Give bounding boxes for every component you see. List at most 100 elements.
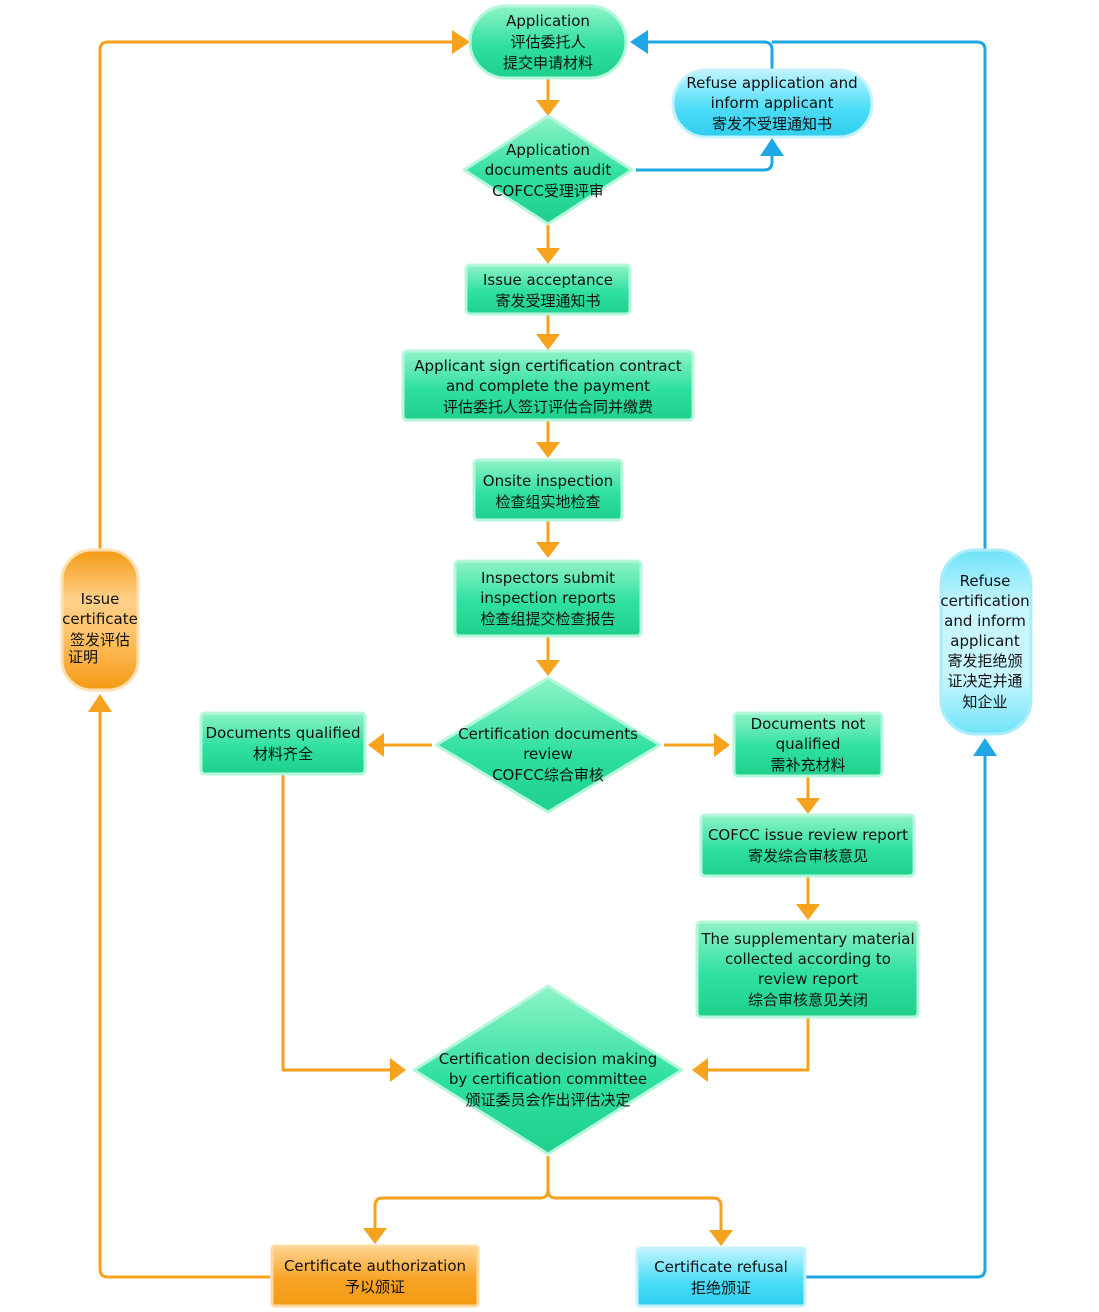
node-supplementary-material: The supplementary material collected acc… <box>695 920 920 1019</box>
node-issue-acceptance-line1: Issue acceptance <box>483 271 613 289</box>
arrowhead-into-not-qualified <box>714 733 730 757</box>
node-refuse-certification-line6: 证决定并通 <box>947 672 1022 690</box>
arrowhead-into-contract <box>536 334 560 350</box>
node-audit-line2: documents audit <box>485 161 612 179</box>
node-certificate-refusal: Certificate refusal 拒绝颁证 <box>635 1246 807 1308</box>
node-refuse-application: Refuse application and inform applicant … <box>671 68 874 139</box>
arrowhead-into-decision-right <box>692 1058 708 1082</box>
node-contract-line3: 评估委托人签订评估合同并缴费 <box>443 398 653 416</box>
node-documents-not-qualified: Documents not qualified 需补充材料 <box>732 711 884 778</box>
arrow-decision-split-right <box>546 1189 723 1230</box>
node-onsite-inspection-line2: 检查组实地检查 <box>495 493 600 511</box>
arrow-audit-to-refuse-app <box>636 150 774 172</box>
arrow-refuse-app-to-application <box>646 40 774 70</box>
node-documents-review-line3: COFCC综合审核 <box>492 766 604 784</box>
node-issue-certificate-line1: Issue <box>81 590 120 608</box>
node-refuse-application-line3: 寄发不受理通知书 <box>712 115 832 133</box>
node-certificate-authorization-line2: 予以颁证 <box>345 1278 405 1296</box>
node-refuse-application-line2: inform applicant <box>711 94 834 112</box>
node-documents-qualified: Documents qualified 材料齐全 <box>199 711 367 776</box>
arrowhead-into-acceptance <box>536 248 560 264</box>
node-onsite-inspection: Onsite inspection 检查组实地检查 <box>472 458 624 522</box>
arrowhead-into-audit <box>536 100 560 116</box>
node-issue-acceptance: Issue acceptance 寄发受理通知书 <box>464 263 632 316</box>
node-certification-decision: Certification decision making by certifi… <box>412 984 684 1156</box>
node-onsite-inspection-line1: Onsite inspection <box>483 472 613 490</box>
node-issue-certificate-line4: 证明 <box>68 648 98 666</box>
arrowhead-into-authorization <box>363 1228 387 1244</box>
node-inspection-reports: Inspectors submit inspection reports 检查组… <box>453 559 643 638</box>
node-contract-line2: and complete the payment <box>446 377 650 395</box>
node-contract-line1: Applicant sign certification contract <box>414 357 682 375</box>
arrowhead-into-review <box>536 660 560 676</box>
node-documents-not-qualified-line2: qualified <box>776 735 841 753</box>
arrowhead-into-review-report <box>796 798 820 814</box>
arrowhead-into-reports <box>536 542 560 558</box>
node-refuse-certification-line4: applicant <box>950 632 1020 650</box>
node-issue-acceptance-line2: 寄发受理通知书 <box>495 292 600 310</box>
node-issue-certificate-line3: 签发评估 <box>70 631 130 649</box>
node-contract: Applicant sign certification contract an… <box>401 349 695 422</box>
node-certificate-refusal-line1: Certificate refusal <box>654 1258 788 1276</box>
arrow-decision-split <box>373 1156 550 1228</box>
node-certificate-authorization-line1: Certificate authorization <box>284 1257 466 1275</box>
node-refuse-certification-line5: 寄发拒绝颁 <box>947 652 1022 670</box>
arrowhead-into-refusal <box>709 1230 733 1246</box>
node-refuse-certification: Refuse certification and inform applican… <box>939 548 1033 736</box>
arrowhead-into-application-left <box>452 30 470 54</box>
node-issue-certificate: Issue certificate 签发评估 证明 <box>60 548 140 692</box>
arrow-authorization-to-issue-cert <box>98 708 270 1279</box>
arrow-qualified-to-decision <box>281 774 390 1072</box>
arrowhead-into-refuse-app <box>760 138 784 156</box>
node-application-line3: 提交申请材料 <box>503 54 593 72</box>
node-documents-not-qualified-line1: Documents not <box>751 715 866 733</box>
arrow-refuse-cert-to-application <box>772 40 987 550</box>
node-inspection-reports-line1: Inspectors submit <box>481 569 615 587</box>
main-flow-arrows <box>98 40 810 1279</box>
arrowhead-into-supplementary <box>796 904 820 920</box>
node-documents-qualified-line2: 材料齐全 <box>253 745 313 763</box>
arrowhead-into-application-right <box>630 30 648 54</box>
refusal-flow-arrowheads <box>630 30 997 756</box>
node-certificate-authorization: Certificate authorization 予以颁证 <box>270 1244 480 1308</box>
node-audit-line1: Application <box>506 141 590 159</box>
node-refuse-application-line1: Refuse application and <box>686 74 857 92</box>
node-inspection-reports-line2: inspection reports <box>480 589 616 607</box>
node-supplementary-material-line1: The supplementary material <box>700 930 914 948</box>
arrow-issue-cert-to-application <box>98 40 452 550</box>
refusal-flow-arrows <box>636 40 987 1279</box>
arrowhead-into-issue-cert <box>88 694 112 712</box>
node-review-report-line1: COFCC issue review report <box>708 826 908 844</box>
arrowhead-into-onsite <box>536 442 560 458</box>
node-refuse-certification-line7: 知企业 <box>962 693 1007 711</box>
node-inspection-reports-line3: 检查组提交检查报告 <box>480 610 615 628</box>
node-certificate-refusal-line2: 拒绝颁证 <box>691 1279 751 1297</box>
node-application-line1: Application <box>506 12 590 30</box>
node-refuse-certification-line2: certification <box>940 592 1029 610</box>
main-flow-arrowheads <box>88 30 820 1246</box>
arrow-supplementary-to-decision <box>706 1017 810 1072</box>
node-documents-review-line1: Certification documents <box>458 725 638 743</box>
arrowhead-into-refuse-cert <box>973 738 997 756</box>
node-supplementary-material-line2: collected according to <box>725 950 891 968</box>
node-documents-review-line2: review <box>523 745 573 763</box>
node-application-line2: 评估委托人 <box>510 33 585 51</box>
node-certification-decision-line1: Certification decision making <box>439 1050 658 1068</box>
node-certification-decision-line3: 颁证委员会作出评估决定 <box>465 1091 630 1109</box>
node-review-report-line2: 寄发综合审核意见 <box>748 847 868 865</box>
node-documents-qualified-line1: Documents qualified <box>205 724 360 742</box>
node-refuse-certification-line1: Refuse <box>960 572 1011 590</box>
node-audit: Application documents audit COFCC受理评审 <box>462 114 634 226</box>
node-documents-review: Certification documents review COFCC综合审核 <box>434 676 662 814</box>
arrowhead-into-qualified <box>368 733 384 757</box>
node-supplementary-material-line3: review report <box>758 970 858 988</box>
node-supplementary-material-line4: 综合审核意见关闭 <box>748 991 868 1009</box>
node-application: Application 评估委托人 提交申请材料 <box>468 4 628 80</box>
node-refuse-certification-line3: and inform <box>944 612 1026 630</box>
node-certification-decision-line2: by certification committee <box>449 1070 647 1088</box>
node-issue-certificate-line2: certificate <box>62 610 138 628</box>
node-audit-line3: COFCC受理评审 <box>492 182 604 200</box>
arrow-refusal-to-refuse-cert <box>806 752 987 1279</box>
arrowhead-into-decision-left <box>390 1058 406 1082</box>
